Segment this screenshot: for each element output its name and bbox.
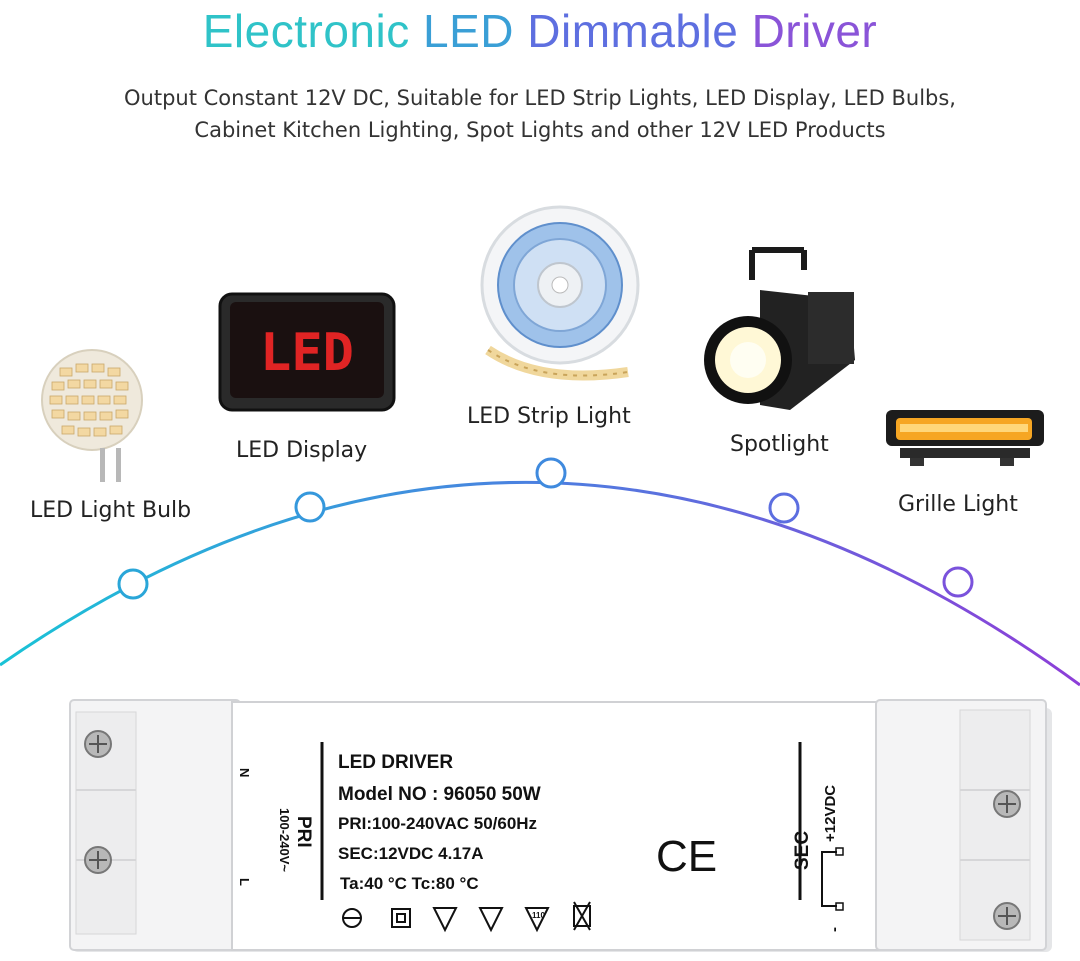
arc-node-5: [942, 566, 974, 598]
arc-node-2: [294, 491, 326, 523]
driver-left-pri: PRI: [293, 816, 314, 848]
title-part-3: Dimmable: [527, 5, 752, 57]
subtitle-line-1: Output Constant 12V DC, Suitable for LED…: [124, 86, 956, 110]
arc-node-4: [768, 492, 800, 524]
led-display-text: LED: [260, 323, 354, 383]
driver-temp: Ta:40 °C Tc:80 °C: [340, 874, 479, 893]
product-label-spotlight: Spotlight: [730, 432, 829, 457]
driver-right-voltage: +12VDC: [822, 784, 839, 842]
driver-right-minus: -: [826, 927, 843, 932]
driver-sec: SEC:12VDC 4.17A: [338, 844, 484, 863]
screw-icon: [993, 790, 1021, 930]
mark-110: 110: [532, 911, 545, 920]
driver-left-l: L: [237, 878, 252, 886]
driver-title: LED DRIVER: [338, 752, 454, 773]
driver-model: Model NO : 96050 50W: [338, 784, 541, 805]
driver-left-voltage: 100-240V~: [277, 808, 292, 872]
screw-icon: [84, 730, 112, 874]
driver-right-sec: SEC: [792, 830, 813, 870]
product-label-led-bulb: LED Light Bulb: [30, 498, 192, 523]
subtitle-line-2: Cabinet Kitchen Lighting, Spot Lights an…: [194, 118, 886, 142]
ce-mark: CE: [656, 832, 718, 881]
page-title: Electronic LED Dimmable Driver: [0, 4, 1080, 58]
product-label-led-display: LED Display: [236, 438, 368, 463]
title-part-1: Electronic: [202, 5, 423, 57]
title-part-2: LED: [422, 5, 528, 57]
arc-node-1: [117, 568, 149, 600]
driver-pri: PRI:100-240VAC 50/60Hz: [338, 814, 538, 833]
driver-left-n: N: [237, 768, 252, 778]
product-label-led-strip: LED Strip Light: [467, 404, 631, 429]
product-label-grille-light: Grille Light: [898, 492, 1018, 517]
title-part-4: Driver: [751, 5, 878, 57]
arc-node-3: [535, 457, 567, 489]
certification-icons: [342, 901, 591, 933]
